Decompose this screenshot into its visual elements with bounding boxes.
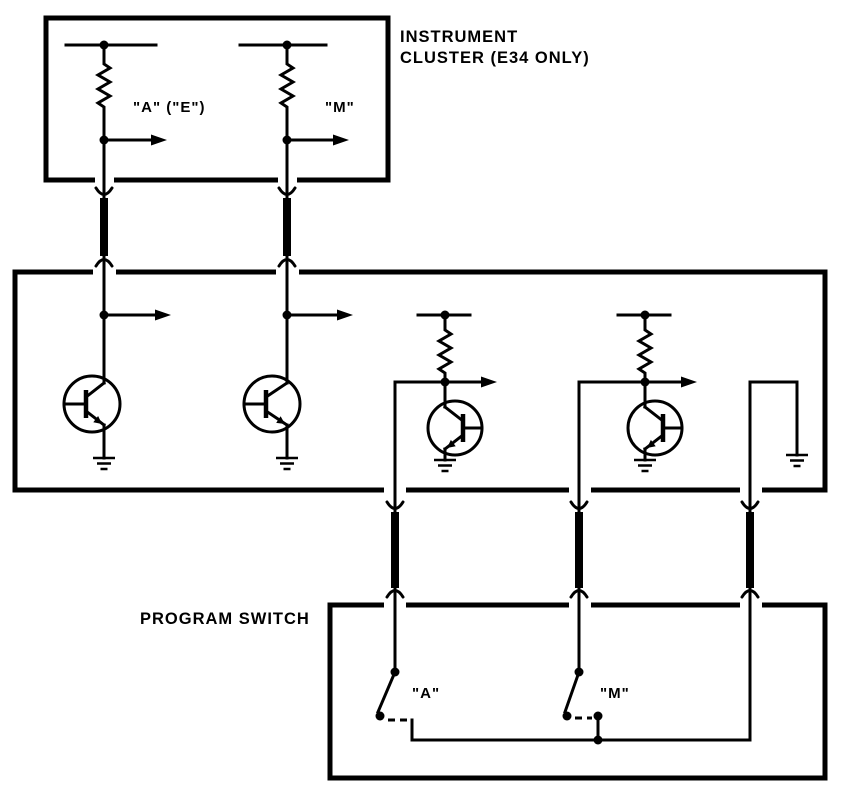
cluster-output-arrow-a xyxy=(151,134,167,146)
instrument-cluster-title-line1: INSTRUMENT xyxy=(400,28,518,46)
connector-switch-m-top-cup xyxy=(569,500,589,510)
cluster-resistor-a xyxy=(95,43,113,142)
program-switch-box xyxy=(327,602,828,781)
wire-module-to-switch-m xyxy=(577,380,647,674)
transistor-4-stage xyxy=(616,310,697,473)
module-resistor-4 xyxy=(636,313,654,384)
transistor-1-emitter-arrow xyxy=(93,416,102,424)
connector-switch-m-bottom-cap xyxy=(569,589,589,599)
connector-m-bottom-cap xyxy=(277,258,297,268)
ground-return-wire xyxy=(748,380,799,457)
transistor-3-collector xyxy=(442,404,466,424)
transistor-2-collector xyxy=(263,380,290,400)
transistor-4-collector xyxy=(642,404,666,424)
connector-m-top-cup xyxy=(277,186,297,196)
module-resistor-3 xyxy=(436,313,454,384)
switch-m-blade xyxy=(563,670,581,714)
module-output-arrow-2 xyxy=(337,309,353,321)
connector-switch-a-top-cup xyxy=(385,500,405,510)
ground-return-symbol xyxy=(786,453,808,468)
transistor-1-collector xyxy=(83,380,107,400)
transistor-2-ground-symbol xyxy=(276,456,298,471)
connector-switch-a-bottom-cap xyxy=(385,589,405,599)
switch-a-contact-dot xyxy=(375,711,385,721)
upper-connectors xyxy=(94,138,297,385)
program-switch-title: PROGRAM SWITCH xyxy=(140,610,310,628)
transistor-1-ground-symbol xyxy=(93,456,115,471)
connector-switch-ground-top-cup xyxy=(740,500,760,510)
module-output-arrow-1 xyxy=(155,309,171,321)
control-module-box xyxy=(12,269,828,493)
module-ground-return xyxy=(748,380,808,468)
instrument-cluster-title-line2: CLUSTER (E34 ONLY) xyxy=(400,49,590,67)
connector-switch-ground-bottom-cap xyxy=(740,589,760,599)
transistor-3-ground-symbol xyxy=(434,458,456,473)
switch-m-contact-dot xyxy=(562,711,572,721)
transistor-3-stage xyxy=(416,310,497,473)
instrument-cluster-box xyxy=(43,15,391,183)
lower-connectors xyxy=(385,380,760,742)
wire-module-to-switch-a xyxy=(393,380,447,674)
cluster-label-a: "A" ("E") xyxy=(133,99,205,116)
control-module xyxy=(12,269,828,493)
switch-a-blade xyxy=(376,670,397,714)
transistor-4-emitter-arrow xyxy=(647,439,656,448)
switch-common-junction-dot xyxy=(593,735,603,745)
connector-a-bottom-cap xyxy=(94,258,114,268)
transistor-3-emitter-arrow xyxy=(447,439,456,448)
transistor-1 xyxy=(62,374,122,471)
cluster-resistor-m xyxy=(278,43,296,142)
switch-m: "M" xyxy=(562,667,630,745)
program-switch: PROGRAM SWITCH "A" "M" xyxy=(140,602,828,781)
instrument-cluster: INSTRUMENT CLUSTER (E34 ONLY) "A" ("E") … xyxy=(43,15,590,183)
transistor-2-emitter-arrow xyxy=(276,416,285,424)
module-output-arrow-4 xyxy=(681,376,697,388)
connector-a-top-cup xyxy=(94,186,114,196)
cluster-label-m: "M" xyxy=(325,99,355,116)
switch-a: "A" xyxy=(375,667,440,722)
switch-label-a: "A" xyxy=(412,685,440,702)
switch-label-m: "M" xyxy=(600,685,630,702)
module-output-arrow-3 xyxy=(481,376,497,388)
cluster-output-arrow-m xyxy=(333,134,349,146)
transistor-4-ground-symbol xyxy=(634,458,656,473)
transistor-2 xyxy=(242,374,302,471)
